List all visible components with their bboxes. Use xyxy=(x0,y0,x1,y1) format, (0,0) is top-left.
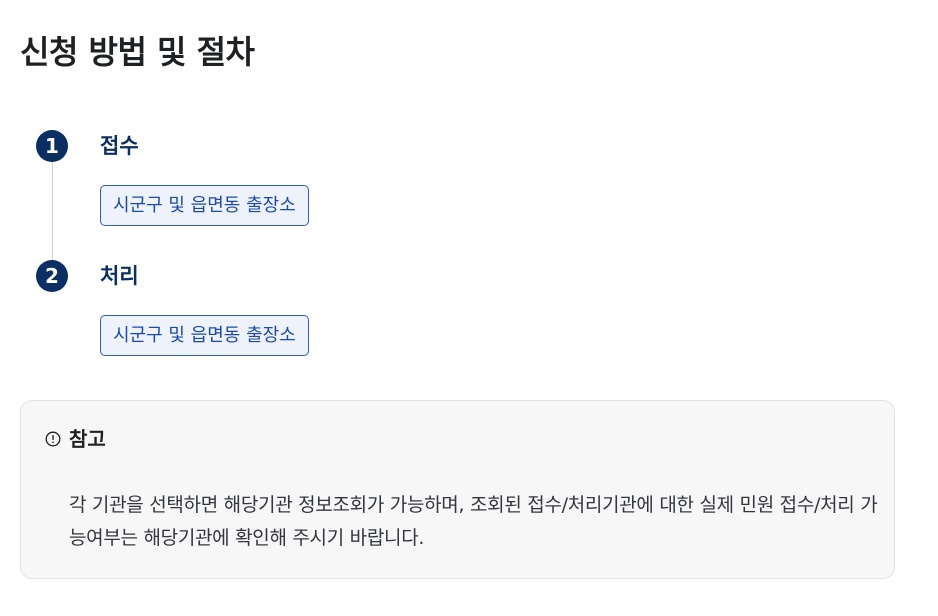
page-title: 신청 방법 및 절차 xyxy=(20,33,255,71)
step-number-badge: 2 xyxy=(36,260,68,292)
step-number-badge: 1 xyxy=(36,130,68,162)
exclamation-circle-icon xyxy=(45,431,61,447)
step-connector-line xyxy=(51,162,53,276)
step-title: 접수 xyxy=(100,134,139,158)
step-title: 처리 xyxy=(100,264,139,288)
note-box: 참고 각 기관을 선택하면 해당기관 정보조회가 가능하며, 조회된 접수/처리… xyxy=(20,400,895,579)
procedure-steps: 1 접수 시군구 및 읍면동 출장소 2 처리 시군구 및 읍면동 출장소 xyxy=(36,130,636,370)
note-title: 참고 xyxy=(69,427,106,451)
office-chip-button[interactable]: 시군구 및 읍면동 출장소 xyxy=(100,315,309,356)
office-chip-button[interactable]: 시군구 및 읍면동 출장소 xyxy=(100,185,309,226)
note-body: 각 기관을 선택하면 해당기관 정보조회가 가능하며, 조회된 접수/처리기관에… xyxy=(69,494,878,549)
